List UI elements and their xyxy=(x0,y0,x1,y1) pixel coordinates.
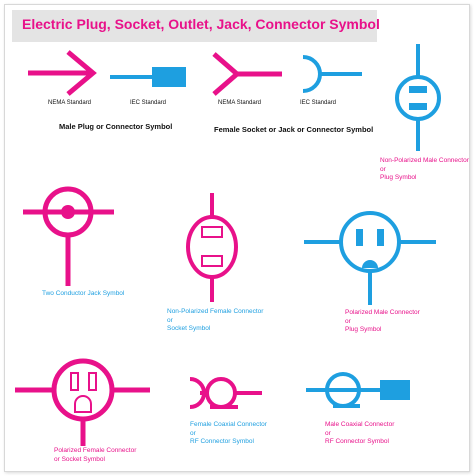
polarized-female-caption: Polarized Female Connector or Socket Sym… xyxy=(54,447,137,463)
iec-standard-label-2: IEC Standard xyxy=(300,100,337,106)
iec-female-socket-symbol xyxy=(302,55,362,93)
female-socket-caption: Female Socket or Jack or Connector Symbo… xyxy=(214,125,374,134)
nema-standard-label-2: NEMA Standard xyxy=(218,100,262,106)
iec-male-plug-symbol xyxy=(110,67,186,87)
male-coaxial-caption: Male Coaxial Connector or RF Connector S… xyxy=(325,421,395,445)
non-polarized-female-connector-symbol xyxy=(186,193,238,302)
female-coaxial-connector-symbol xyxy=(189,377,262,409)
page-title: Electric Plug, Socket, Outlet, Jack, Con… xyxy=(22,16,380,32)
non-polarized-male-caption: Non-Polarized Male Connector or Plug Sym… xyxy=(380,157,469,181)
male-plug-caption: Male Plug or Connector Symbol xyxy=(59,122,173,131)
title-bar xyxy=(12,10,377,42)
polarized-male-connector-symbol xyxy=(304,211,436,305)
non-polarized-female-caption: Non-Polarized Female Connector or Socket… xyxy=(167,308,264,332)
polarized-female-connector-symbol xyxy=(15,358,150,446)
nema-male-plug-symbol xyxy=(28,50,97,96)
female-coaxial-caption: Female Coaxial Connector or RF Connector… xyxy=(190,421,267,445)
non-polarized-male-connector-symbol xyxy=(395,44,441,151)
two-conductor-jack-caption: Two Conductor Jack Symbol xyxy=(42,290,125,297)
male-coaxial-connector-symbol xyxy=(306,372,410,408)
polarized-male-caption: Polarized Male Connector or Plug Symbol xyxy=(345,309,420,333)
nema-standard-label-1: NEMA Standard xyxy=(48,100,92,106)
iec-standard-label-1: IEC Standard xyxy=(130,100,167,106)
nema-female-socket-symbol xyxy=(212,52,282,96)
two-conductor-jack-symbol xyxy=(23,186,114,286)
